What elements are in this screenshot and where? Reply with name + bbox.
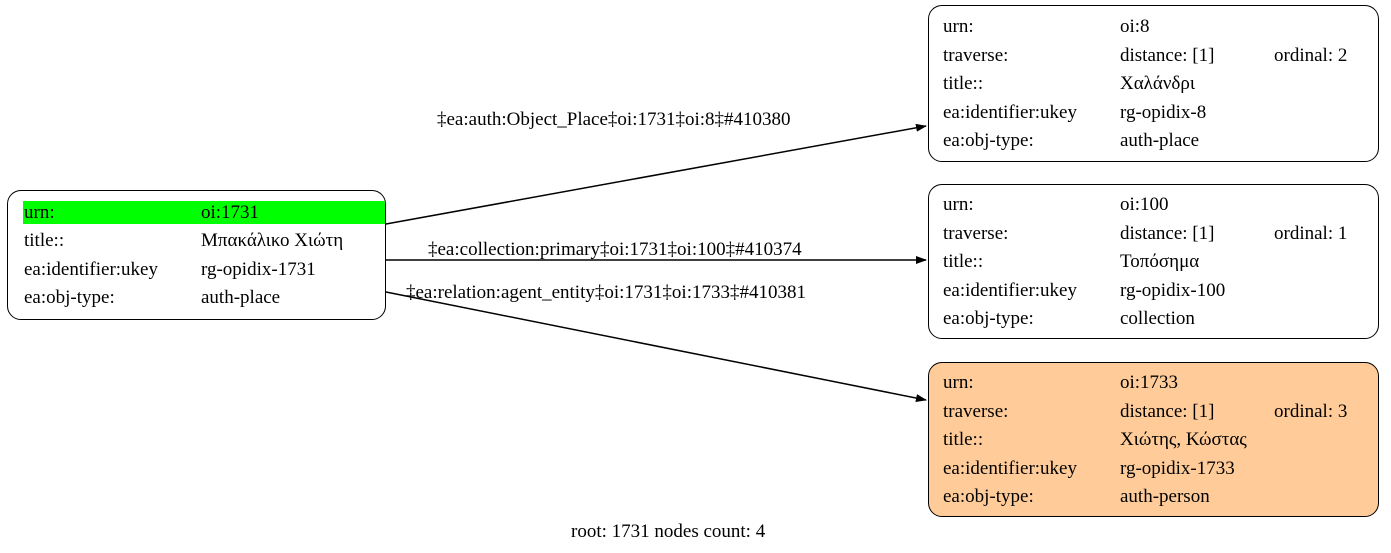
field-value-objtype: collection [1120,308,1195,329]
field-value-title: Τοπόσημα [1120,251,1200,272]
field-value-ukey: rg-opidix-1733 [1120,457,1235,479]
node-row: title:: Μπακάλικο Χιώτη [8,227,385,256]
node-row: ea:identifier:ukey rg-opidix-1731 [8,255,385,284]
field-key-ukey: ea:identifier:ukey [943,279,1077,301]
node-row: ea:obj-type: auth-place [8,284,385,313]
field-value-ukey: rg-opidix-1731 [201,258,316,280]
field-key-objtype: ea:obj-type: [943,486,1034,507]
field-value-urn: oi:1733 [1120,372,1179,393]
field-value-distance: distance: [1] [1120,400,1215,422]
node-row: urn: oi:8 [929,12,1378,41]
field-value-ordinal: ordinal: 2 [1274,44,1348,66]
edge-line-object-place [385,123,927,225]
field-key-title: title:: [943,73,984,94]
node-oi-8-rows: urn: oi:8 traverse: distance: [1] ordina… [929,6,1378,161]
field-value-objtype: auth-place [201,287,281,309]
node-oi-100[interactable]: urn: oi:100 traverse: distance: [1] ordi… [928,184,1379,339]
node-oi-8[interactable]: urn: oi:8 traverse: distance: [1] ordina… [928,5,1379,162]
node-row: ea:identifier:ukey rg-opidix-100 [929,276,1378,305]
field-key-title: title:: [943,251,984,272]
node-row: ea:obj-type: auth-person [929,482,1378,511]
field-value-title: Μπακάλικο Χιώτη [201,230,344,252]
field-value-objtype: auth-person [1120,486,1210,507]
node-row: traverse: distance: [1] ordinal: 3 [929,397,1378,426]
field-key-ukey: ea:identifier:ukey [943,101,1077,123]
node-row: traverse: distance: [1] ordinal: 1 [929,219,1378,248]
node-row: urn: oi:100 [929,190,1378,219]
field-key-urn: urn: [943,194,974,215]
node-row: title:: Τοπόσημα [929,247,1378,276]
field-key-objtype: ea:obj-type: [943,130,1034,151]
field-key-urn: urn: [943,372,974,393]
field-key-ukey: ea:identifier:ukey [24,258,158,280]
node-root-rows: urn: oi:1731 title:: Μπακάλικο Χιώτη ea:… [8,191,385,319]
field-value-title: Χαλάνδρι [1120,73,1195,94]
field-key-title: title:: [943,429,984,450]
field-key-objtype: ea:obj-type: [24,287,115,309]
field-key-urn: urn: [23,200,200,224]
edge-label-agent-entity: ‡ea:relation:agent_entity‡oi:1731‡oi:173… [406,282,806,303]
field-value-objtype: auth-place [1120,130,1200,151]
field-key-ukey: ea:identifier:ukey [943,457,1077,479]
field-value-title: Χιώτης, Κώστας [1120,429,1247,450]
node-row: ea:obj-type: auth-place [929,126,1378,155]
field-key-traverse: traverse: [943,44,1009,66]
field-key-title: title:: [24,230,65,252]
node-root-oi-1731[interactable]: urn: oi:1731 title:: Μπακάλικο Χιώτη ea:… [7,190,386,320]
node-oi-1733-rows: urn: oi:1733 traverse: distance: [1] ord… [929,363,1378,516]
node-row: title:: Χιώτης, Κώστας [929,425,1378,454]
field-value-ukey: rg-opidix-100 [1120,279,1226,301]
node-row: urn: oi:1731 [8,198,385,227]
edge-label-object-place: ‡ea:auth:Object_Place‡oi:1731‡oi:8‡#4103… [437,109,791,130]
field-value-ukey: rg-opidix-8 [1120,101,1207,123]
node-row: title:: Χαλάνδρι [929,69,1378,98]
field-value-urn: oi:8 [1120,16,1150,37]
node-row: ea:obj-type: collection [929,304,1378,333]
field-key-urn: urn: [943,16,974,37]
node-oi-1733[interactable]: urn: oi:1733 traverse: distance: [1] ord… [928,362,1379,517]
node-row: traverse: distance: [1] ordinal: 2 [929,41,1378,70]
field-value-ordinal: ordinal: 1 [1274,222,1348,244]
field-value-distance: distance: [1] [1120,44,1215,66]
field-key-objtype: ea:obj-type: [943,308,1034,329]
edge-line-agent-entity [385,291,927,402]
node-row: ea:identifier:ukey rg-opidix-1733 [929,454,1378,483]
field-value-urn: oi:1731 [200,200,385,224]
edge-label-collection-primary: ‡ea:collection:primary‡oi:1731‡oi:100‡#4… [428,239,802,260]
node-row: ea:identifier:ukey rg-opidix-8 [929,98,1378,127]
graph-footer-summary: root: 1731 nodes count: 4 [571,521,766,542]
field-value-ordinal: ordinal: 3 [1274,400,1348,422]
node-row: urn: oi:1733 [929,368,1378,397]
field-key-traverse: traverse: [943,222,1009,244]
node-oi-100-rows: urn: oi:100 traverse: distance: [1] ordi… [929,185,1378,338]
field-value-urn: oi:100 [1120,194,1169,215]
field-key-traverse: traverse: [943,400,1009,422]
field-value-distance: distance: [1] [1120,222,1215,244]
